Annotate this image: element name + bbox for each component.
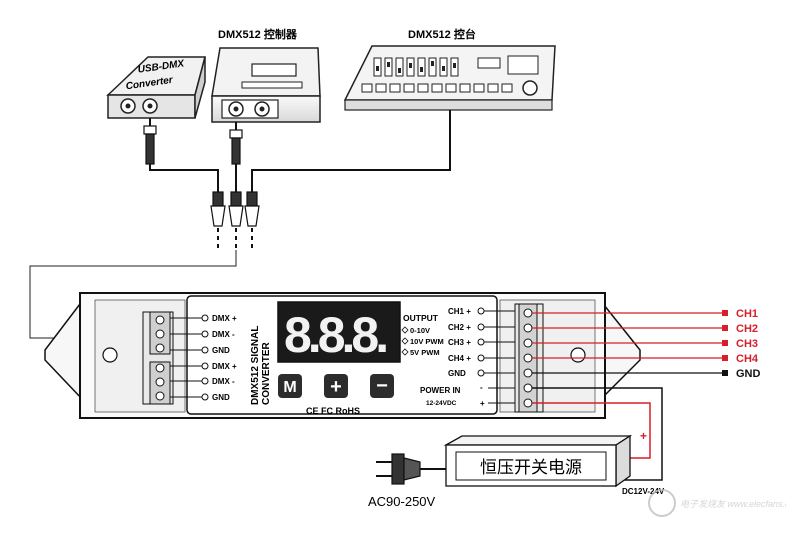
channel-label: CH2 +	[448, 323, 471, 332]
wire-end-icon	[722, 370, 728, 376]
terminal-label: DMX -	[212, 377, 235, 386]
wire-end-icon	[722, 325, 728, 331]
controller-label: DMX512 控制器	[218, 27, 298, 41]
wire-end-icon	[722, 340, 728, 346]
product-name: DMX512 SIGNAL CONVERTER	[250, 326, 272, 405]
minus-button-label: −	[376, 375, 388, 397]
mounting-hole-icon	[570, 347, 586, 363]
mounting-hole-icon	[102, 347, 118, 363]
plus-button[interactable]: +	[324, 374, 348, 398]
terminal-label: DMX +	[212, 314, 237, 323]
power-voltage-label: 12-24VDC	[426, 400, 457, 407]
usb-dmx-converter: USB-DMX Converter	[106, 56, 206, 119]
output-option-0-10v: 0-10V	[410, 326, 430, 335]
terminal-label: GND	[212, 346, 230, 355]
dmx-input-labels: DMX + DMX - GND DMX + DMX - GND	[170, 314, 237, 402]
mode-indicator-icon	[401, 348, 409, 356]
minus-button[interactable]: −	[370, 374, 394, 398]
output-label-ch2: CH2	[736, 323, 758, 335]
output-label-ch4: CH4	[736, 353, 759, 365]
controller-display	[251, 63, 297, 77]
terminal-label: DMX +	[212, 362, 237, 371]
mode-button-label: M	[283, 379, 296, 396]
power-neg-sign: -	[480, 383, 483, 392]
channel-labels: CH1 + CH2 + CH3 + CH4 + GND POWER IN 12-…	[420, 307, 485, 408]
wire-end-icon	[722, 355, 728, 361]
plus-button-label: +	[330, 376, 342, 398]
dmx512-console	[343, 45, 556, 111]
input-terminal-block	[142, 311, 174, 405]
terminal-label: DMX -	[212, 330, 235, 339]
dc-plus-mark: +	[640, 429, 647, 443]
watermark-logo-icon	[648, 489, 676, 517]
power-in-label: POWER IN	[420, 386, 461, 395]
wire-end-icon	[722, 310, 728, 316]
product-name-line2: CONVERTER	[261, 341, 272, 405]
watermark: 电子发烧友 www.elecfans.com	[648, 489, 786, 517]
xlr-plug-icon	[210, 191, 260, 227]
output-label-gnd: GND	[736, 368, 761, 380]
output-labels: CH1 CH2 CH3 CH4 GND	[736, 308, 761, 380]
display-value: 8.8.8.	[284, 307, 386, 363]
channel-label: CH4 +	[448, 354, 471, 363]
output-mode-panel: OUTPUT 0-10V 10V PWM 5V PWM	[401, 313, 444, 357]
power-pos-sign: +	[480, 399, 485, 408]
output-option-5v-pwm: 5V PWM	[410, 348, 440, 357]
power-wires	[532, 387, 663, 481]
mode-indicator-icon	[401, 337, 409, 345]
power-supply-label: 恒压开关电源	[480, 458, 582, 477]
channel-label: CH1 +	[448, 307, 471, 316]
watermark-text: 电子发烧友 www.elecfans.com	[680, 499, 786, 509]
output-title: OUTPUT	[403, 313, 439, 323]
wire-end-markers	[722, 310, 728, 376]
terminal-label: GND	[212, 393, 230, 402]
channel-label: CH3 +	[448, 338, 471, 347]
certification-marks: CE FC RoHS	[306, 406, 360, 416]
console-knob-icon	[522, 80, 538, 96]
seven-segment-display: 8.8.8.	[277, 301, 401, 363]
ac-plug-icon	[376, 453, 421, 485]
power-supply: 恒压开关电源	[443, 434, 633, 488]
output-label-ch3: CH3	[736, 338, 758, 350]
dc-voltage-label: DC12V-24V	[622, 487, 665, 496]
output-option-10v-pwm: 10V PWM	[410, 337, 444, 346]
ac-voltage-label: AC90-250V	[368, 494, 436, 509]
output-label-ch1: CH1	[736, 308, 758, 320]
output-wires	[532, 312, 722, 374]
xlr-plug-icon	[143, 125, 243, 165]
console-label: DMX512 控台	[408, 27, 476, 41]
dmx512-controller	[211, 47, 321, 123]
mode-indicator-icon	[401, 326, 409, 334]
mode-button[interactable]: M	[278, 374, 302, 398]
channel-label: GND	[448, 369, 466, 378]
product-name-line1: DMX512 SIGNAL	[250, 326, 261, 405]
